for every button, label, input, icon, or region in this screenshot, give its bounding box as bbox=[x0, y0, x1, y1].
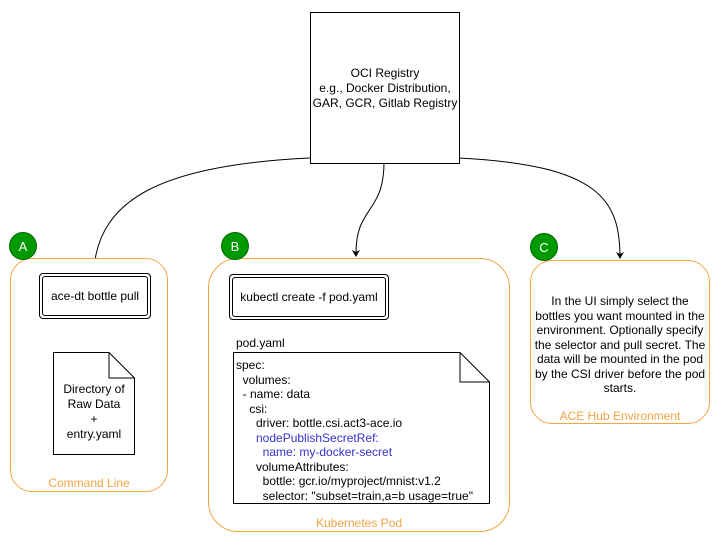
ace-hub-line-6: by the CSI driver before the pod bbox=[534, 366, 706, 381]
yaml-line-volume-attributes: volumeAttributes: bbox=[236, 459, 349, 474]
ace-dt-pull-text: ace-dt bottle pull bbox=[50, 289, 140, 303]
pod-yaml-content: spec: volumes: - name: data csi: driver:… bbox=[236, 358, 486, 504]
kubernetes-pod-label: Kubernetes Pod bbox=[315, 516, 403, 530]
yaml-line-volumes: volumes: bbox=[236, 372, 291, 387]
registry-line-1: OCI Registry bbox=[350, 65, 420, 80]
ace-hub-line-5: data will be mounted in the pod bbox=[536, 352, 704, 366]
ace-dt-pull-inner-border bbox=[42, 276, 148, 316]
registry-line-2: e.g., Docker Distribution, bbox=[319, 80, 451, 95]
directory-document-shape bbox=[53, 352, 135, 455]
pod-yaml-document-shape bbox=[233, 352, 490, 504]
yaml-line-secret-name: name: my-docker-secret bbox=[236, 445, 393, 459]
pod-yaml-title: pod.yaml bbox=[236, 336, 285, 350]
yaml-line-selector: selector: "subset=train,a=b usage=true" bbox=[236, 488, 473, 503]
kubectl-create-box: kubectl create -f pod.yaml bbox=[229, 274, 389, 320]
arrow-registry-to-kubernetes-pod bbox=[351, 161, 385, 257]
registry-line-3: GAR, GCR, Gitlab Registry bbox=[312, 95, 458, 110]
yaml-line-name-data: - name: data bbox=[236, 387, 311, 401]
ace-hub-line-2: bottles you want mounted in the bbox=[535, 308, 705, 323]
ace-hub-line-3: environment. Optionally specify bbox=[536, 323, 704, 337]
ace-dt-pull-box: ace-dt bottle pull bbox=[39, 273, 151, 319]
ace-hub-line-7: starts. bbox=[603, 381, 637, 395]
ace-hub-line-4: the selector and pull secret. The bbox=[534, 337, 706, 352]
ace-hub-description: In the UI simply select the bottles you … bbox=[532, 294, 708, 396]
kubectl-create-text: kubectl create -f pod.yaml bbox=[240, 290, 378, 304]
badge-b: B bbox=[221, 232, 249, 260]
oci-registry-box: OCI Registry e.g., Docker Distribution, … bbox=[310, 12, 460, 164]
doc-line-1: Directory of bbox=[63, 382, 125, 396]
doc-line-4: entry.yaml bbox=[66, 427, 122, 441]
kubectl-create-inner-border bbox=[232, 277, 386, 317]
doc-line-2: Raw Data bbox=[67, 397, 121, 411]
badge-a: A bbox=[9, 232, 37, 260]
command-line-label: Command Line bbox=[48, 476, 130, 490]
arrow-registry-to-command-line bbox=[90, 157, 311, 269]
ace-hub-label: ACE Hub Environment bbox=[559, 409, 681, 423]
doc-line-3: + bbox=[90, 412, 98, 426]
badge-c: C bbox=[530, 233, 558, 261]
yaml-line-csi: csi: bbox=[236, 401, 268, 416]
directory-document-text: Directory of Raw Data + entry.yaml bbox=[53, 382, 135, 442]
ace-hub-line-1: In the UI simply select the bbox=[551, 294, 689, 308]
ace-hub-group bbox=[530, 260, 710, 424]
yaml-line-spec: spec: bbox=[236, 358, 265, 372]
yaml-line-secret-ref: nodePublishSecretRef: bbox=[236, 430, 379, 445]
yaml-line-driver: driver: bottle.csi.act3-ace.io bbox=[236, 416, 403, 430]
yaml-line-bottle: bottle: gcr.io/myproject/mnist:v1.2 bbox=[236, 474, 441, 488]
